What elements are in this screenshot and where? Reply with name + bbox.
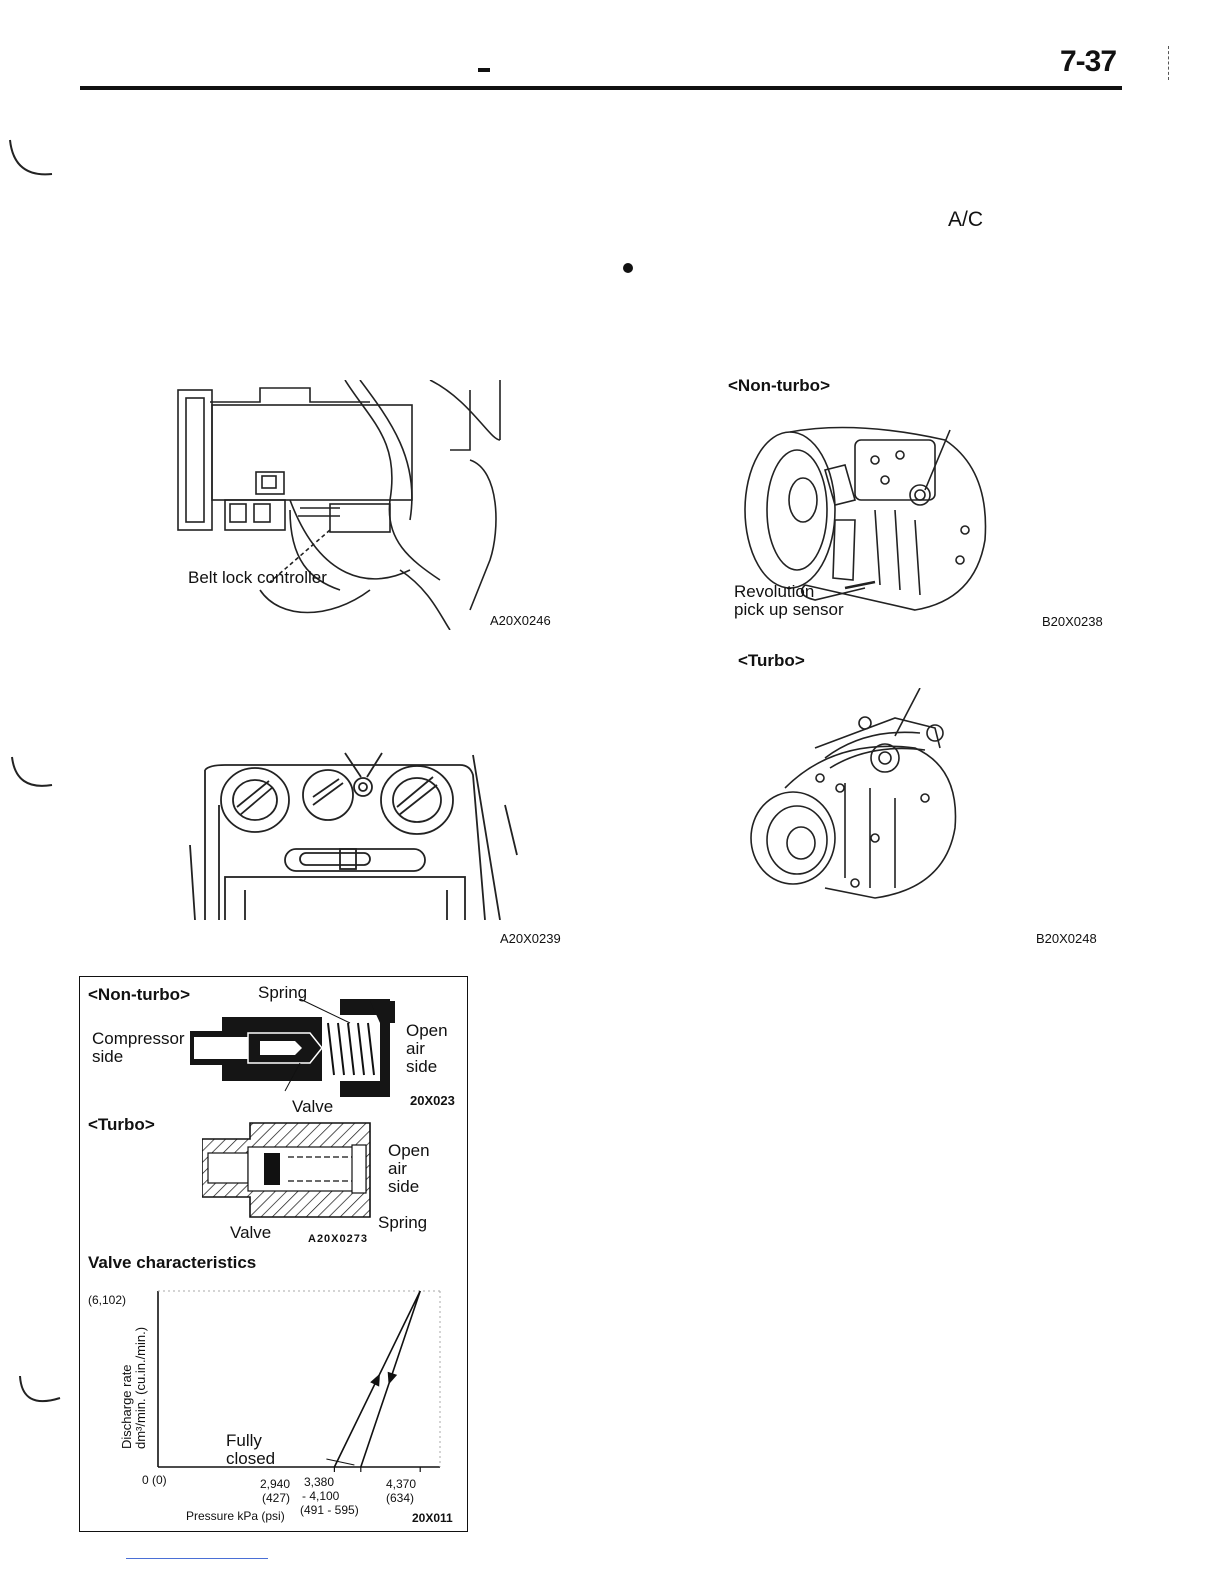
non-turbo-valve-drawing <box>190 998 395 1097</box>
x-axis-label: Pressure kPa (psi) <box>186 1509 285 1523</box>
x-tick-label: (634) <box>386 1491 415 1505</box>
spring-label-bottom: Spring <box>378 1213 428 1232</box>
compressor-side-label-1: Compressor <box>92 1029 185 1048</box>
footer-link-rule <box>126 1558 268 1559</box>
spring-label-top: Spring <box>258 983 308 1002</box>
binding-hole-mark <box>19 1375 61 1403</box>
margin-mark <box>1168 46 1170 80</box>
x-tick-label: 2,940 <box>260 1477 291 1491</box>
page-number: 7-37 <box>1060 45 1117 78</box>
ac-text: A/C <box>948 208 984 231</box>
non-turbo-title-box: <Non-turbo> <box>88 985 190 1004</box>
side-label-1: side <box>406 1057 438 1076</box>
air-label-1: air <box>406 1039 425 1058</box>
turbo-title-box: <Turbo> <box>88 1115 155 1134</box>
valve-characteristics-chart <box>157 1290 441 1472</box>
belt-lock-controller-figure: Belt lock controller <box>170 380 520 630</box>
relief-valve-box: <Non-turbo> Spring Compressor side Open … <box>79 976 468 1532</box>
figure-code: B20X0248 <box>1036 931 1097 946</box>
origin-label: 0 (0) <box>142 1473 167 1487</box>
turbo-compressor-figure <box>745 688 965 908</box>
bullet <box>623 263 633 273</box>
non-turbo-compressor-figure: Revolution pick up sensor <box>734 410 995 620</box>
air-label-2: air <box>388 1159 407 1178</box>
non-turbo-title: <Non-turbo> <box>728 376 830 395</box>
turbo-title: <Turbo> <box>738 651 805 670</box>
x-tick-label: - 4,100 <box>302 1489 340 1503</box>
revolution-sensor-label-line1: Revolution <box>734 582 815 601</box>
valve-label-top: Valve <box>292 1097 334 1116</box>
y-axis-label-line1: Discharge rate <box>119 1364 134 1449</box>
dash-panel-figure <box>185 745 525 920</box>
open-label-2: Open <box>388 1141 430 1160</box>
closed-label: closed <box>226 1449 276 1468</box>
header-rule <box>80 86 1122 90</box>
valve-characteristics-title: Valve characteristics <box>88 1253 257 1272</box>
binding-hole-mark <box>9 139 53 176</box>
side-label-2: side <box>388 1177 420 1196</box>
figure-code: A20X0239 <box>500 931 561 946</box>
x-tick-label: (491 - 595) <box>300 1503 359 1517</box>
figure-code: 20X011 <box>412 1511 453 1525</box>
belt-lock-controller-label: Belt lock controller <box>188 568 327 587</box>
fully-label: Fully <box>226 1431 262 1450</box>
x-tick-label: (427) <box>262 1491 291 1505</box>
series-arrow-1 <box>370 1373 380 1387</box>
binding-hole-mark <box>11 756 53 787</box>
compressor-side-label-2: side <box>92 1047 124 1066</box>
fully-closed-pointer <box>326 1458 355 1466</box>
x-tick-label: 3,380 <box>304 1475 335 1489</box>
header-dash <box>478 68 490 72</box>
figure-code: A20X0273 <box>308 1233 368 1245</box>
turbo-valve-drawing <box>202 1122 371 1218</box>
y-axis-label-line2: dm³/min. (cu.in./min.) <box>133 1326 148 1449</box>
x-tick-label: 4,370 <box>386 1477 417 1491</box>
figure-code: 20X023 <box>410 1093 455 1108</box>
y-tick-top: (6,102) <box>88 1293 127 1307</box>
valve-label-bottom: Valve <box>230 1223 272 1242</box>
figure-code: A20X0246 <box>490 613 551 628</box>
figure-code: B20X0238 <box>1042 614 1103 629</box>
series-arrow-2 <box>387 1371 398 1385</box>
open-label-1: Open <box>406 1021 448 1040</box>
revolution-sensor-label-line2: pick up sensor <box>734 600 844 619</box>
